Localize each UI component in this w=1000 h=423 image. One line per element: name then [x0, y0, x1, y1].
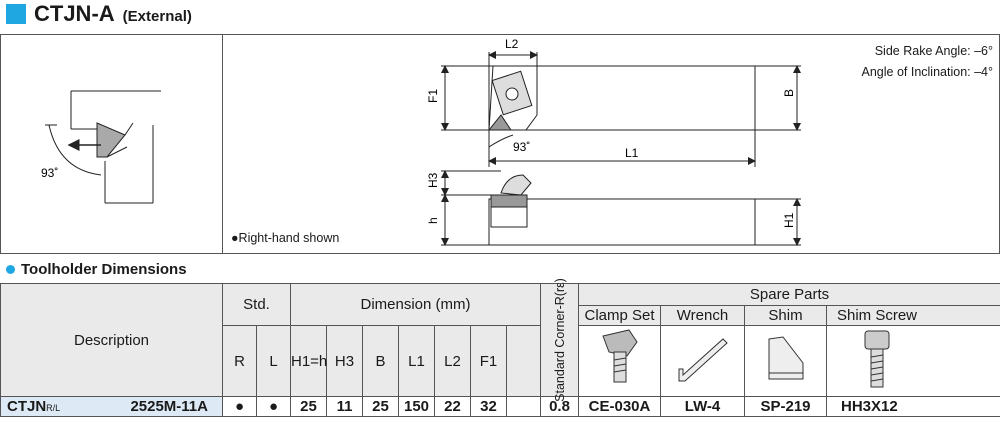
title-sub: (External) [122, 7, 192, 25]
shim-screw-value: HH3X12 [825, 396, 1000, 417]
dim-col-h3: H3 [326, 325, 363, 397]
section-title-text: Toolholder Dimensions [21, 261, 187, 278]
dim-blank-value [506, 396, 541, 417]
shim-screw-icon [825, 325, 1000, 397]
left-plan-view [45, 90, 161, 204]
title-marker [6, 4, 26, 24]
dim-label-l1: L1 [625, 146, 639, 160]
table-row: CTJNR/L 2525M-11A ● ● 25 11 25 150 22 32… [0, 396, 1000, 417]
dim-label-h1: H1 [782, 212, 796, 228]
dim-col-f1: F1 [470, 325, 507, 397]
section-dot-icon [6, 265, 15, 274]
dim-label-h3: H3 [426, 172, 440, 188]
dimensions-table: Description Std. Dimension (mm) Standard… [0, 278, 1000, 417]
clamp-set-value: CE-030A [578, 396, 661, 417]
angle-of-inclination: Angle of Inclination: –4° [861, 65, 993, 79]
std-r-value: ● [222, 396, 257, 417]
code-hand-sup: R/L [46, 403, 61, 413]
top-view [441, 51, 801, 167]
dim-b-value: 25 [362, 396, 399, 417]
angle-label-top: 93˚ [513, 140, 530, 154]
shim-value: SP-219 [744, 396, 827, 417]
spare-col-shim-screw: Shim Screw [825, 305, 1000, 326]
dim-col-b: B [362, 325, 399, 397]
std-l-value: ● [256, 396, 291, 417]
code-size: 2525M-11A [130, 398, 208, 415]
dim-h1h-value: 25 [290, 396, 327, 417]
wrench-value: LW-4 [660, 396, 745, 417]
dim-l1-value: 150 [398, 396, 435, 417]
std-col-r: R [222, 325, 257, 397]
spare-col-shim: Shim [744, 305, 827, 326]
dim-col-h1h: H1=h [290, 325, 327, 397]
rake-angle-specs: Side Rake Angle: –6° Angle of Inclinatio… [862, 41, 993, 83]
dim-col-l2: L2 [434, 325, 471, 397]
dimension-header: Dimension (mm) [290, 283, 541, 326]
corner-r-header: Standard Corner-R(rε) [540, 278, 579, 402]
dim-label-h: h [426, 217, 440, 224]
side-view [441, 170, 801, 246]
std-header: Std. [222, 283, 291, 326]
shim-icon [744, 325, 827, 397]
spare-col-clamp-set: Clamp Set [578, 305, 661, 326]
dim-col-blank [506, 325, 541, 397]
dim-f1-value: 32 [470, 396, 507, 417]
dim-label-l2: L2 [505, 37, 519, 51]
description-header: Description [0, 283, 223, 397]
side-rake-angle: Side Rake Angle: –6° [874, 44, 993, 58]
dim-l2-value: 22 [434, 396, 471, 417]
std-col-l: L [256, 325, 291, 397]
diagram-divider [222, 35, 223, 253]
angle-label-left: 93˚ [41, 166, 58, 180]
spare-col-wrench: Wrench [660, 305, 745, 326]
diagram-panel: 93˚ L2 F1 B L1 93˚ [0, 34, 1000, 254]
row-description: CTJNR/L 2525M-11A [0, 396, 223, 417]
dim-h3-value: 11 [326, 396, 363, 417]
corner-r-value: 0.8 [540, 396, 579, 417]
dim-label-b: B [782, 89, 796, 97]
dim-label-f1: F1 [426, 89, 440, 103]
toolholder-drawing: 93˚ L2 F1 B L1 93˚ [41, 37, 801, 246]
title-main: CTJN-A [34, 1, 115, 26]
code-prefix: CTJN [7, 398, 47, 415]
dim-col-l1: L1 [398, 325, 435, 397]
spare-parts-header: Spare Parts [577, 283, 1000, 306]
wrench-icon [660, 325, 745, 397]
clamp-set-icon [578, 325, 661, 397]
right-hand-note: ●Right-hand shown [231, 231, 340, 245]
section-title: Toolholder Dimensions [6, 261, 187, 278]
page-title: CTJN-A (External) [0, 0, 192, 28]
